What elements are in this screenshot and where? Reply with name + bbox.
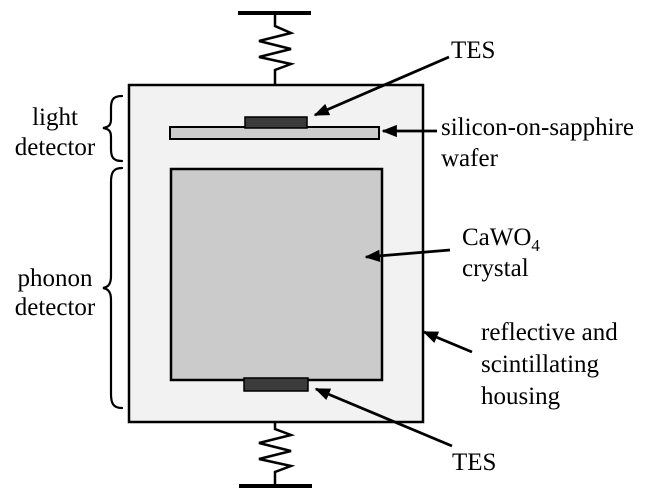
light-detector-brace [102,94,124,163]
tes-top-rect [244,116,308,129]
tes-bottom-rect [243,377,309,392]
phonon-detector-brace [102,166,124,410]
crystal-formula: CaWO4 [462,224,540,255]
wafer-label: silicon-on-sapphire wafer [441,114,635,172]
bottom-spring [258,391,296,485]
wafer-rect [169,126,380,140]
tes-top-label: TES [451,37,496,64]
tes-top-arrow [313,55,450,117]
phonon-detector-label: phonon detector [14,265,96,321]
tes-bottom-label: TES [452,449,497,476]
light-detector-label: light detector [14,104,96,161]
crystal-formula-subscript: 4 [531,236,540,255]
crystal-rect [169,167,384,382]
housing-arrow [422,330,473,354]
crystal-word: crystal [462,255,529,282]
tes-bottom-arrow [314,387,453,448]
housing-label: reflective and scintillating housing [481,319,618,410]
top-spring [258,15,296,117]
crystal-arrow [364,248,451,262]
